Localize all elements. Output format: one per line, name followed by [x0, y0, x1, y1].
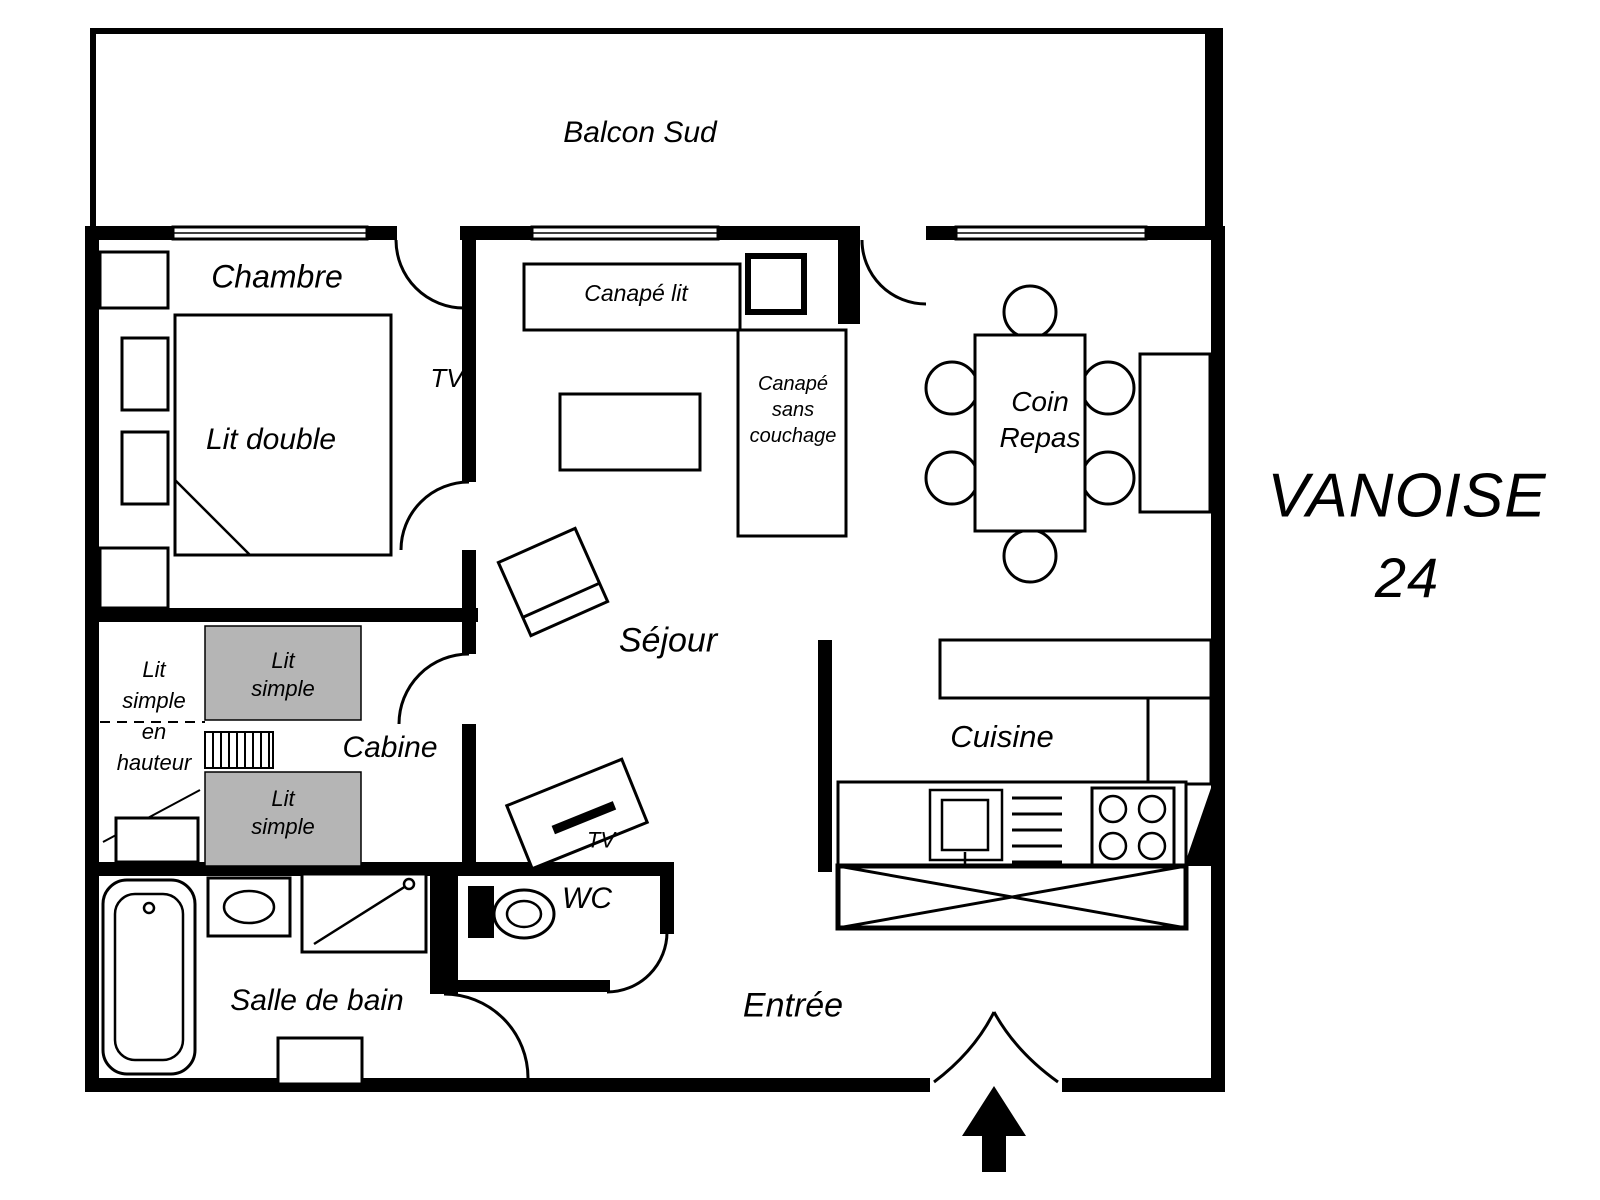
armchair: [496, 526, 610, 638]
room-label-kitchen: Cuisine: [950, 719, 1054, 755]
sink-counter: [206, 876, 292, 938]
dining-bench: [1138, 352, 1212, 514]
burner: [1137, 831, 1167, 861]
tv-unit: [504, 757, 650, 871]
bedroom-door-arc: [399, 480, 470, 551]
dish-rack: [1012, 796, 1062, 864]
bedroom-dresser: [98, 546, 170, 610]
bedroom-wardrobe-bottom: [120, 430, 170, 506]
sofa-no-bed-line: couchage: [749, 425, 837, 447]
dining-balcony-door-arc: [860, 239, 927, 306]
bed-fold-line: [174, 479, 251, 556]
bathroom-fixtures: [101, 872, 428, 1086]
coffee-table: [558, 392, 702, 472]
cabin-door-arc: [397, 652, 470, 725]
room-label-wc: WC: [562, 881, 612, 915]
toilet-bowl-inner: [505, 899, 543, 929]
single-bed-loft-line: hauteur: [116, 750, 192, 775]
room-label-cabin: Cabine: [342, 730, 438, 764]
room-label-entrance: Entrée: [742, 986, 844, 1025]
room-label-bedroom: Chambre: [211, 258, 343, 295]
single-bed-top-line: simple: [251, 676, 315, 701]
bath-mat: [276, 1036, 364, 1086]
dining-label-line: Repas: [999, 422, 1081, 453]
single-bed-bottom-line: Lit: [271, 786, 295, 811]
room-label-living-room: Séjour: [618, 621, 718, 660]
door-arcs: [394, 239, 1059, 1084]
shower-line: [313, 884, 407, 946]
ladder-rungs: [212, 732, 270, 768]
single-bed-top: [204, 625, 362, 721]
bathtub-inner: [113, 892, 185, 1062]
sofa-no-bed-line: Canapé: [757, 373, 829, 395]
entrance-door-right-arc: [992, 1011, 1059, 1084]
single-bed-top-line: Lit: [271, 648, 295, 673]
label-sofa-bed: Canapé lit: [584, 279, 688, 306]
room-label-balcony: Balcon Sud: [563, 115, 717, 149]
cabin-drawer: [114, 816, 200, 864]
single-bed-bottom: [204, 771, 362, 867]
burner: [1098, 794, 1128, 824]
sofa-no-bed: [736, 328, 848, 538]
kitchen-bar-cross: [837, 864, 1187, 930]
single-bed-loft-line: en: [141, 719, 167, 744]
kitchen-wall-corner: [1184, 788, 1211, 866]
label-single-bed-loft: Lit simple en hauteur: [117, 654, 192, 778]
label-single-bed-bottom: Lit simple: [251, 785, 315, 841]
label-single-bed-top: Lit simple: [251, 647, 315, 703]
bedroom-balcony-door-arc: [394, 239, 465, 310]
plan-number: 24: [1374, 545, 1440, 609]
cabin-furniture: [100, 625, 362, 867]
sofa-no-bed-line: sans: [771, 399, 815, 421]
room-label-dining: Coin Repas: [1000, 384, 1081, 456]
sofa-bed: [522, 262, 742, 332]
label-sofa-no-bed: Canapé sans couchage: [750, 371, 837, 449]
single-bed-loft-line: simple: [122, 688, 186, 713]
sink-basin: [222, 889, 276, 925]
burner: [1098, 831, 1128, 861]
dining-chair: [924, 360, 980, 416]
wc-fixtures: [468, 886, 556, 940]
living-room-furniture: [496, 253, 848, 871]
dining-furniture: [924, 284, 1212, 584]
room-label-bathroom: Salle de bain: [230, 983, 404, 1017]
side-table: [745, 253, 807, 315]
shower-head: [402, 877, 416, 891]
bedroom-furniture: [98, 250, 393, 610]
toilet-tank: [468, 886, 494, 938]
label-double-bed: Lit double: [205, 422, 337, 456]
dining-chair: [1080, 360, 1136, 416]
entrance-arrow-icon: [962, 1086, 1026, 1172]
plan-title: VANOISE: [1267, 461, 1547, 531]
dining-chair: [1080, 450, 1136, 506]
dining-label-line: Coin: [1011, 386, 1069, 417]
ladder: [204, 731, 274, 769]
kitchen-fixtures: [835, 638, 1213, 931]
single-bed-bottom-line: simple: [251, 814, 315, 839]
bedroom-cupboard: [98, 250, 170, 310]
dining-chair: [924, 450, 980, 506]
bedroom-wardrobe-top: [120, 336, 170, 412]
dining-chair: [1002, 528, 1058, 584]
balcony-outline: [90, 28, 1223, 226]
kitchen-sink-basin: [940, 798, 990, 852]
dining-chair: [1002, 284, 1058, 340]
bathtub-drain: [142, 901, 156, 915]
dining-table: [973, 333, 1087, 533]
windows: [171, 225, 1148, 241]
bathroom-door-arc: [443, 992, 530, 1079]
entrance-door-left-arc: [933, 1011, 996, 1084]
label-tv-wall: TV: [430, 363, 464, 394]
label-tv-unit: TV: [586, 827, 616, 853]
single-bed-loft-line: Lit: [142, 657, 166, 682]
kitchen-cabinet: [1146, 696, 1213, 786]
wc-door-arc: [606, 931, 669, 994]
burner: [1137, 794, 1167, 824]
kitchen-counter-top: [938, 638, 1213, 700]
